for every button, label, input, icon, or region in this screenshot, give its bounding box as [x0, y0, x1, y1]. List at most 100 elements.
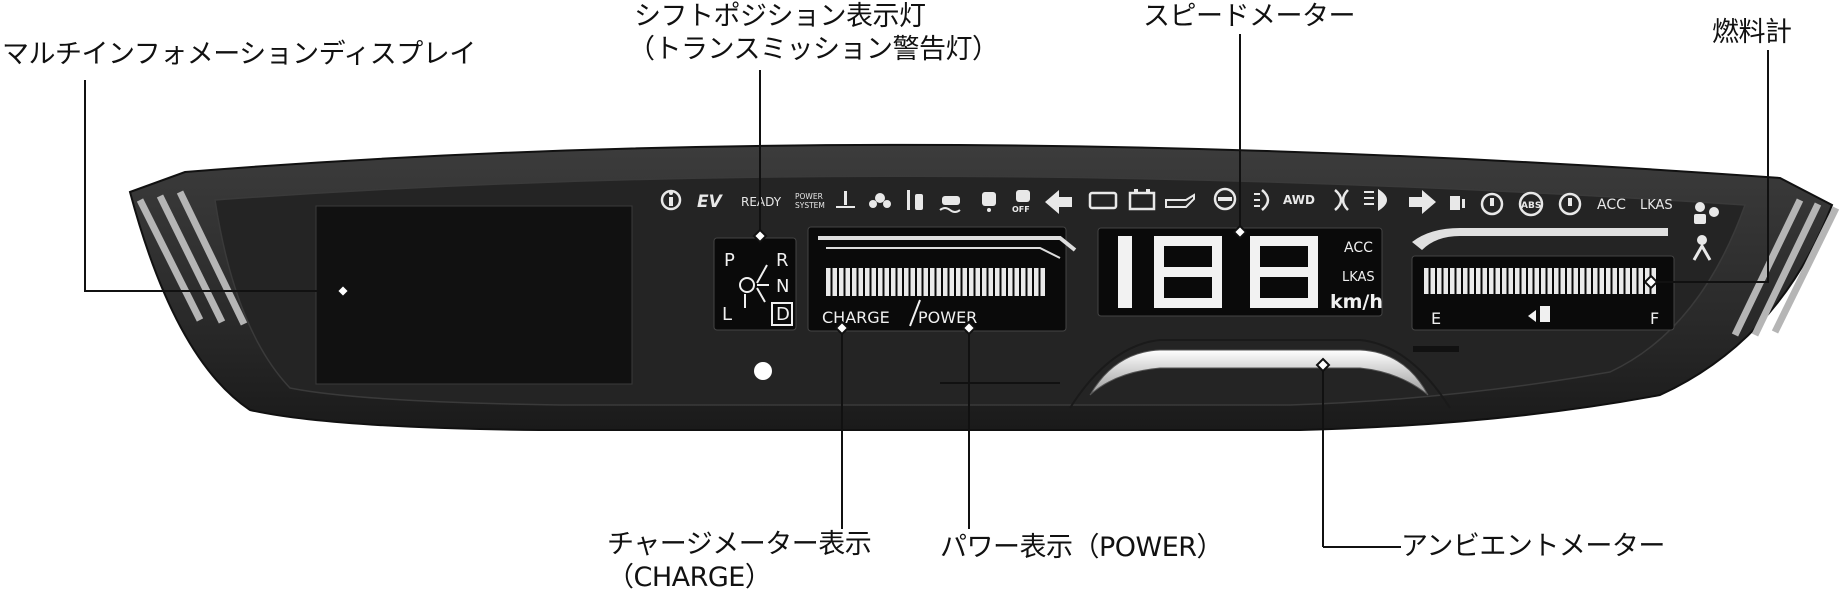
charge-power-segment — [891, 268, 896, 296]
left-trim-stripes — [136, 190, 248, 326]
label-speedometer: スピードメーター — [1143, 1, 1356, 32]
pedestrian-alert-icon — [907, 190, 923, 210]
speedometer-display: 188 ACC LKAS km/h — [1097, 227, 1383, 317]
eco-icon — [869, 193, 891, 208]
fuel-segment — [1489, 268, 1494, 294]
charge-power-segment — [936, 268, 941, 296]
fuel-segment — [1541, 268, 1546, 294]
fuel-segment — [1534, 268, 1539, 294]
off-label: OFF — [1012, 205, 1030, 214]
charge-power-segment — [962, 268, 967, 296]
leader-endpoint — [1232, 224, 1248, 240]
charge-power-segment — [1021, 268, 1026, 296]
shift-d: D — [776, 304, 790, 325]
fuel-segment — [1547, 268, 1552, 294]
fuel-segment — [1593, 268, 1598, 294]
charge-power-segment — [865, 268, 870, 296]
charge-power-segment — [969, 268, 974, 296]
label-charge-display-line2: （CHARGE） — [607, 562, 772, 593]
label-fuel-gauge: 燃料計 — [1712, 17, 1792, 48]
acc-indicator: ACC — [1597, 197, 1626, 213]
fuel-segment — [1508, 268, 1513, 294]
speed-digit-2 — [1154, 236, 1222, 308]
fuel-segment — [1599, 268, 1604, 294]
label-charge-display: チャージメーター表示 （CHARGE） — [607, 528, 872, 594]
turn-left-arrow-icon — [1045, 190, 1072, 214]
charge-power-segment — [904, 268, 909, 296]
charge-power-segment — [884, 268, 889, 296]
label-shift-indicator-line2: （トランスミッション警告灯） — [628, 34, 999, 65]
multi-info-display-screen — [315, 205, 633, 385]
leader-line — [84, 80, 343, 292]
parking-brake-icon — [1558, 192, 1582, 216]
slip-indicator-icon — [939, 196, 961, 213]
fuel-segment — [1573, 268, 1578, 294]
fuel-segment — [1482, 268, 1487, 294]
shift-n: N — [776, 276, 789, 297]
fuel-segment — [1430, 268, 1435, 294]
charge-power-segment — [897, 268, 902, 296]
charge-power-segment — [839, 268, 844, 296]
charge-power-segment — [975, 268, 980, 296]
turn-right-arrow-icon — [1409, 190, 1436, 214]
low-fuel-icon — [1450, 196, 1465, 210]
indicator-row: EV READY POWER SYSTEM OFF AWD ABS ACC LK… — [660, 187, 1719, 261]
charge-power-segment — [1014, 268, 1019, 296]
fuel-segment — [1469, 268, 1474, 294]
label-ambient-meter: アンビエントメーター — [1401, 531, 1665, 562]
fuel-segment — [1528, 268, 1533, 294]
fuel-segment — [1567, 268, 1572, 294]
fuel-segment — [1456, 268, 1461, 294]
fuel-segment — [1521, 268, 1526, 294]
leader-endpoint — [834, 320, 850, 336]
brake-warning-icon — [1480, 192, 1504, 216]
lkas-indicator: LKAS — [1640, 198, 1673, 213]
speed-lkas-label: LKAS — [1342, 270, 1375, 285]
charge-power-segment — [956, 268, 961, 296]
charge-power-segment — [1027, 268, 1032, 296]
charge-power-segment — [1034, 268, 1039, 296]
fuel-segment — [1625, 268, 1630, 294]
fuel-segment — [1463, 268, 1468, 294]
fuel-segment — [1612, 268, 1617, 294]
brake-hold-icon — [1213, 187, 1237, 211]
charge-power-segment — [878, 268, 883, 296]
headlight-high-icon — [1364, 189, 1387, 211]
ready-indicator: READY — [741, 195, 782, 209]
charge-power-segment — [923, 268, 928, 296]
abs-label: ABS — [1521, 201, 1541, 211]
speed-acc-label: ACC — [1344, 240, 1373, 256]
label-shift-indicator-line1: シフトポジション表示灯 — [634, 1, 926, 32]
leader-endpoint — [1315, 357, 1331, 373]
label-multi-info-display: マルチインフォメーションディスプレイ — [2, 39, 476, 70]
leader-lines — [84, 34, 1769, 548]
speed-digit-1 — [1118, 236, 1132, 308]
fog-light-icon — [1254, 189, 1270, 211]
charge-power-segment — [982, 268, 987, 296]
shift-r: R — [776, 250, 789, 271]
power-system-indicator: POWER — [795, 192, 823, 201]
charge-power-segment — [871, 268, 876, 296]
power-label: POWER — [918, 308, 977, 327]
fuel-segment — [1619, 268, 1624, 294]
srs-airbag-icon — [1694, 202, 1719, 224]
fuel-segment — [1560, 268, 1565, 294]
hybrid-system-indicator: CHARGE POWER — [807, 226, 1077, 332]
fuel-segment — [1638, 268, 1643, 294]
label-shift-indicator: シフトポジション表示灯 （トランスミッション警告灯） — [628, 0, 999, 66]
fuel-segment — [1437, 268, 1442, 294]
oil-pressure-icon — [1165, 193, 1195, 208]
leader-endpoint — [752, 228, 768, 244]
power-system-indicator-line2: SYSTEM — [795, 201, 825, 210]
speed-digit-3 — [1250, 236, 1318, 308]
charge-power-segment — [930, 268, 935, 296]
shift-l: L — [722, 304, 732, 325]
charge-power-segment — [858, 268, 863, 296]
auto-high-beam-icon — [1334, 189, 1349, 211]
fuel-pump-icon — [1528, 306, 1550, 322]
coolant-temp-icon — [836, 191, 855, 208]
fuel-segment — [1515, 268, 1520, 294]
shift-gate-icon — [739, 277, 755, 293]
vsc-icon — [982, 192, 996, 212]
